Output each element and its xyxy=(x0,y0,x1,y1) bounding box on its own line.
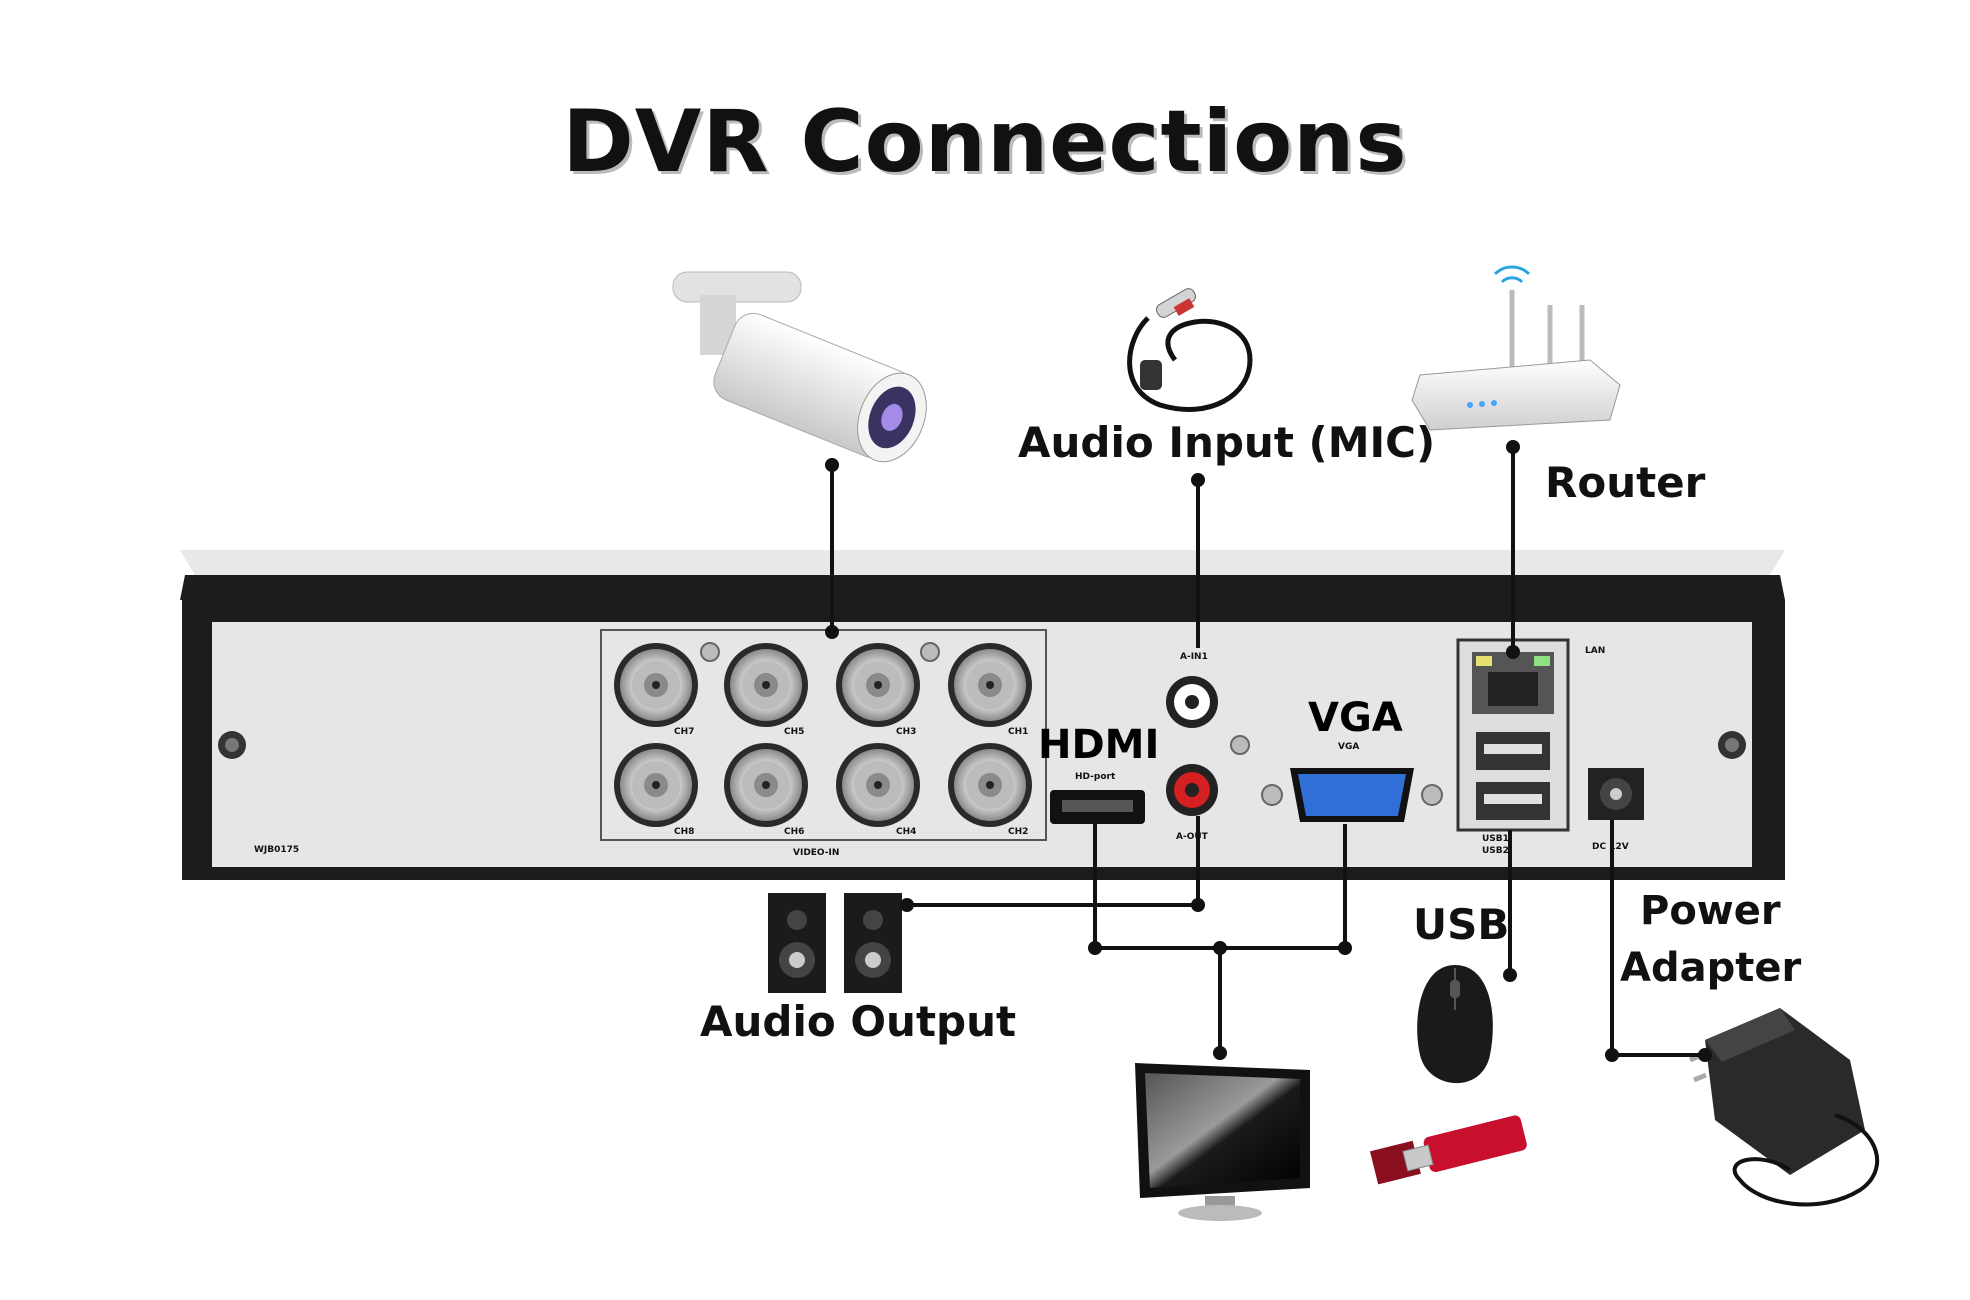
router-icon xyxy=(1411,265,1621,431)
bnc-connector xyxy=(724,743,808,827)
mouse-icon xyxy=(1417,965,1493,1084)
label-audio-output: Audio Output xyxy=(700,997,1017,1046)
lan-label: LAN xyxy=(1585,646,1606,656)
channel-label: CH5 xyxy=(784,727,805,737)
vga-small-label: VGA xyxy=(1338,742,1360,752)
usb1-label: USB1 xyxy=(1482,834,1509,844)
dc-label: DC 12V xyxy=(1592,842,1629,852)
a-out-label: A-OUT xyxy=(1176,832,1208,842)
label-vga: VGA xyxy=(1308,695,1403,741)
bnc-connector xyxy=(836,643,920,727)
microphone-icon xyxy=(1127,288,1253,412)
bnc-connector xyxy=(614,643,698,727)
channel-label: CH7 xyxy=(674,727,695,737)
label-audio-input: Audio Input (MIC) xyxy=(1018,418,1436,467)
hd-port-label: HD-port xyxy=(1075,772,1116,782)
model-label: WJB0175 xyxy=(254,845,300,855)
diagram-title: DVR Connections xyxy=(562,92,1408,192)
speakers-icon xyxy=(768,893,902,993)
label-hdmi: HDMI xyxy=(1038,722,1160,768)
label-power-line2: Adapter xyxy=(1620,945,1802,991)
monitor-icon xyxy=(1135,1063,1310,1221)
dvr-unit xyxy=(180,550,1785,880)
channel-label: CH1 xyxy=(1008,727,1029,737)
power-adapter-icon xyxy=(1689,1008,1880,1207)
a-in-label: A-IN1 xyxy=(1180,652,1208,662)
channel-label: CH3 xyxy=(896,727,917,737)
channel-label: CH2 xyxy=(1008,827,1029,837)
bnc-connector xyxy=(948,643,1032,727)
channel-label: CH8 xyxy=(674,827,695,837)
channel-label: CH4 xyxy=(896,827,917,837)
video-in-label: VIDEO-IN xyxy=(793,848,840,858)
bnc-connectors xyxy=(614,643,1032,827)
usb2-label: USB2 xyxy=(1482,846,1509,856)
dvr-top-lid xyxy=(180,550,1785,575)
video-in-block xyxy=(600,629,1047,841)
bnc-connector xyxy=(836,743,920,827)
channel-label: CH6 xyxy=(784,827,805,837)
bnc-connector xyxy=(614,743,698,827)
bnc-connector xyxy=(724,643,808,727)
bnc-connector xyxy=(948,743,1032,827)
label-router: Router xyxy=(1545,458,1706,507)
label-usb: USB xyxy=(1413,900,1510,949)
camera-icon xyxy=(672,271,927,463)
label-power-line1: Power xyxy=(1640,888,1781,934)
dvr-top-edge xyxy=(180,575,1785,600)
connection-dots xyxy=(825,440,1712,1062)
usb-stick-icon xyxy=(1369,1115,1527,1185)
